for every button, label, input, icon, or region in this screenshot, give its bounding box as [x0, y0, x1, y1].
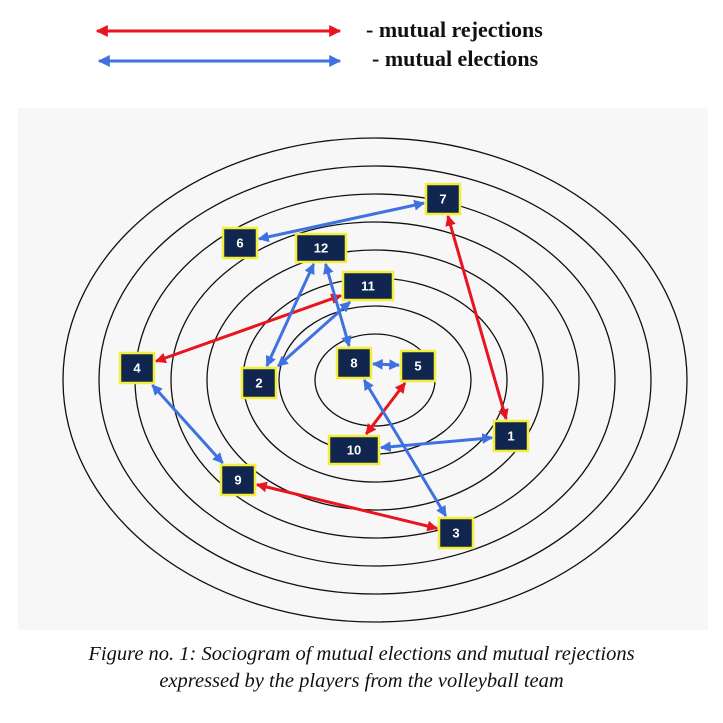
- player-node-11: 11: [341, 270, 395, 302]
- player-node-box: [424, 182, 462, 216]
- player-node-label: 3: [452, 525, 459, 540]
- player-node-label: 2: [255, 375, 262, 390]
- legend-label-rejections: - mutual rejections: [366, 17, 543, 42]
- edge-election-8-5: [371, 358, 401, 371]
- player-node-8: 8: [335, 346, 373, 380]
- player-node-box: [341, 270, 395, 302]
- edge-rejection-7-1: [445, 214, 509, 421]
- player-node-2: 2: [240, 366, 278, 400]
- ring-8: [62, 137, 688, 623]
- relation-edges: [151, 199, 509, 532]
- player-node-label: 8: [350, 355, 357, 370]
- legend-label-elections: - mutual elections: [372, 46, 539, 71]
- edge-election-6-7: [257, 199, 426, 243]
- player-node-box: [221, 226, 259, 260]
- edge-election-12-8: [323, 262, 352, 348]
- figure-caption-line-1: Figure no. 1: Sociogram of mutual electi…: [88, 643, 635, 665]
- player-node-label: 10: [347, 442, 361, 457]
- player-node-label: 5: [414, 358, 421, 373]
- player-node-9: 9: [219, 463, 257, 497]
- player-node-box: [437, 516, 475, 550]
- figure-caption-line-2: expressed by the players from the volley…: [159, 670, 564, 692]
- edge-election-4-9: [151, 383, 224, 465]
- player-node-label: 9: [234, 472, 241, 487]
- player-node-box: [219, 463, 257, 497]
- player-node-10: 10: [327, 434, 381, 466]
- player-nodes: 7 6 12 11 4 8 5 2 10 1 9 3: [118, 182, 530, 550]
- player-node-label: 4: [133, 360, 141, 375]
- player-node-box: [492, 419, 530, 453]
- player-node-label: 7: [439, 191, 446, 206]
- player-node-label: 6: [236, 235, 243, 250]
- edge-rejection-9-3: [255, 481, 439, 532]
- player-node-1: 1: [492, 419, 530, 453]
- player-node-box: [399, 349, 437, 383]
- player-node-label: 1: [507, 428, 514, 443]
- player-node-5: 5: [399, 349, 437, 383]
- player-node-box: [294, 232, 348, 264]
- player-node-box: [335, 346, 373, 380]
- player-node-3: 3: [437, 516, 475, 550]
- player-node-box: [240, 366, 278, 400]
- player-node-7: 7: [424, 182, 462, 216]
- player-node-label: 11: [361, 278, 375, 293]
- ring-7: [98, 165, 652, 595]
- player-node-box: [327, 434, 381, 466]
- legend: [95, 25, 342, 67]
- player-node-4: 4: [118, 351, 156, 385]
- player-node-12: 12: [294, 232, 348, 264]
- player-node-box: [118, 351, 156, 385]
- sociogram: 7 6 12 11 4 8 5 2 10 1 9 3: [18, 108, 708, 630]
- player-node-6: 6: [221, 226, 259, 260]
- player-node-label: 12: [314, 240, 328, 255]
